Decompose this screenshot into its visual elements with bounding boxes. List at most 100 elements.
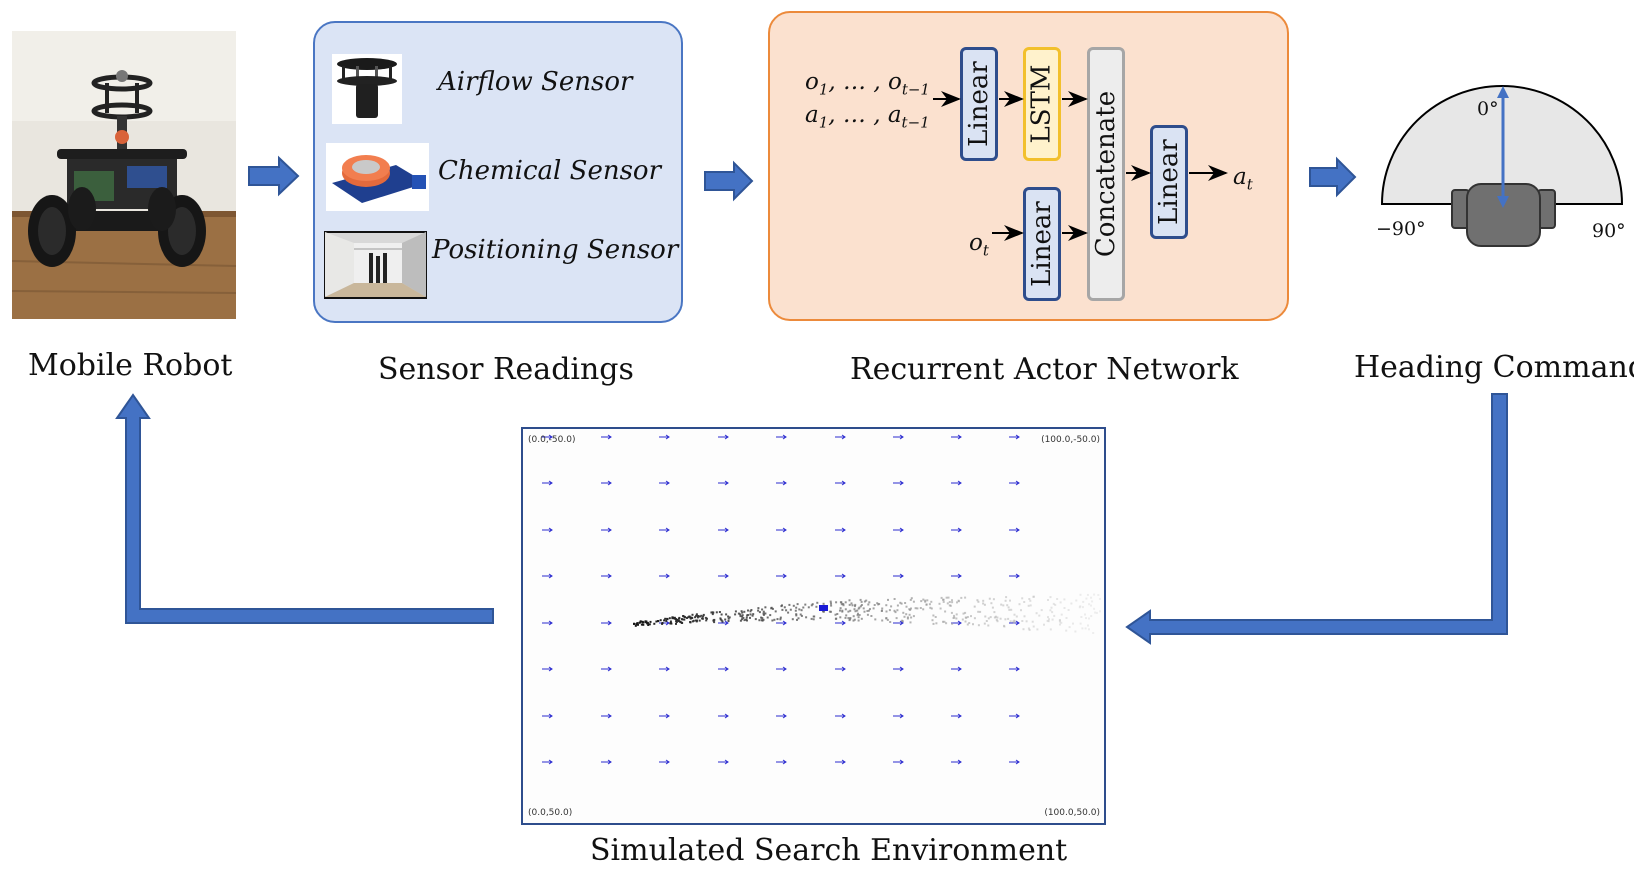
plume-particle <box>829 600 832 603</box>
wind-arrow <box>1009 713 1020 719</box>
plume-particle <box>1090 596 1093 599</box>
plume-particle <box>687 616 690 619</box>
plume-particle <box>1013 613 1016 616</box>
plume-particle <box>799 613 802 616</box>
plume-particle <box>945 596 948 599</box>
heading-plus90-label: 90° <box>1592 220 1626 242</box>
plume-particle <box>762 610 765 613</box>
plume-particle <box>1079 605 1082 608</box>
wind-arrow <box>776 434 787 440</box>
plume-particle <box>697 615 700 618</box>
plume-particle <box>688 615 691 618</box>
plume-particle <box>889 621 892 623</box>
plume-particle <box>789 608 792 611</box>
plume-particle <box>671 617 674 620</box>
plume-particle <box>648 623 651 626</box>
wind-arrow <box>601 620 612 626</box>
plume-particle <box>942 620 944 623</box>
plume-particle <box>844 616 847 619</box>
plume-particle <box>935 622 938 625</box>
plume-particle <box>690 616 693 619</box>
plume-particle <box>1047 599 1049 601</box>
wind-arrow <box>776 527 787 533</box>
plume-particle <box>842 603 845 605</box>
plume-particle <box>943 620 946 623</box>
plume-particle <box>752 613 755 616</box>
plume-particle <box>1088 603 1091 606</box>
wind-arrow <box>951 759 962 765</box>
plume-particle <box>686 617 688 619</box>
plume-particle <box>633 622 635 625</box>
plume-particle <box>990 602 993 605</box>
plume-particle <box>1065 617 1068 619</box>
plume-particle <box>669 622 672 625</box>
plume-particle <box>847 610 850 613</box>
plume-particle <box>873 604 876 606</box>
plume-particle <box>851 604 854 607</box>
plume-particle <box>721 620 724 623</box>
plume-particle <box>1025 620 1028 623</box>
plume-particle <box>681 618 684 621</box>
plume-particle <box>853 618 856 621</box>
plume-particle <box>678 620 680 623</box>
plume-particle <box>711 611 714 614</box>
plume-particle <box>982 599 985 602</box>
plume-particle <box>984 615 987 618</box>
plume-particle <box>1067 609 1070 611</box>
plume-particle <box>993 616 996 619</box>
plume-particle <box>858 614 861 616</box>
plume-particle <box>780 605 783 608</box>
plume-particle <box>1090 604 1092 607</box>
plume-particle <box>1049 609 1052 612</box>
plume-particle <box>795 614 798 617</box>
plume-particle <box>1059 601 1062 604</box>
heading-zero-label: 0° <box>1477 98 1499 120</box>
plume-particle <box>1023 601 1026 603</box>
wind-arrow <box>835 434 846 440</box>
plume-particle <box>987 617 990 620</box>
network-arrows <box>933 91 1228 241</box>
history-actions: a1, … , at−1 <box>805 102 930 132</box>
caption-mobile-robot: Mobile Robot <box>28 348 233 383</box>
wind-arrow <box>893 434 904 440</box>
plume-particle <box>1018 603 1021 606</box>
plume-particle <box>1004 599 1007 602</box>
plume-particle <box>1004 618 1007 621</box>
wind-arrow <box>659 759 670 765</box>
plume-particle <box>854 603 857 606</box>
plume-particle <box>1093 607 1096 610</box>
plume-particle <box>1010 608 1013 611</box>
wind-arrow <box>659 480 670 486</box>
plume-particle <box>675 622 677 625</box>
plume-particle <box>834 613 837 616</box>
plume-particle <box>919 607 922 609</box>
wind-arrow <box>659 713 670 719</box>
plume-particle <box>1046 619 1049 622</box>
plume-particle <box>893 598 896 600</box>
wind-arrow <box>601 713 612 719</box>
plume-particle <box>983 603 986 606</box>
plume-particle <box>1043 623 1045 626</box>
wind-arrow <box>893 573 904 579</box>
plume-particle <box>1081 627 1084 630</box>
plume-particle <box>727 620 730 622</box>
wind-arrow <box>1009 573 1020 579</box>
plume-particle <box>1056 598 1059 600</box>
wind-arrow <box>542 759 553 765</box>
plume-particle <box>928 603 931 606</box>
plume-particle <box>961 618 964 621</box>
plume-particle <box>1084 627 1087 630</box>
plume-particle <box>695 613 698 616</box>
plume-particle <box>698 619 701 622</box>
agent-marker <box>819 605 828 611</box>
plume-particle <box>783 606 786 609</box>
plume-particle <box>1038 614 1041 617</box>
plume-particle <box>836 613 839 615</box>
plume-particle <box>866 610 869 612</box>
plume-particle <box>940 596 943 599</box>
plume-particle <box>910 597 913 600</box>
plume-particle <box>977 600 980 603</box>
wind-arrow <box>718 666 729 672</box>
plume-particle <box>1049 628 1052 631</box>
plume-particle <box>800 614 803 617</box>
